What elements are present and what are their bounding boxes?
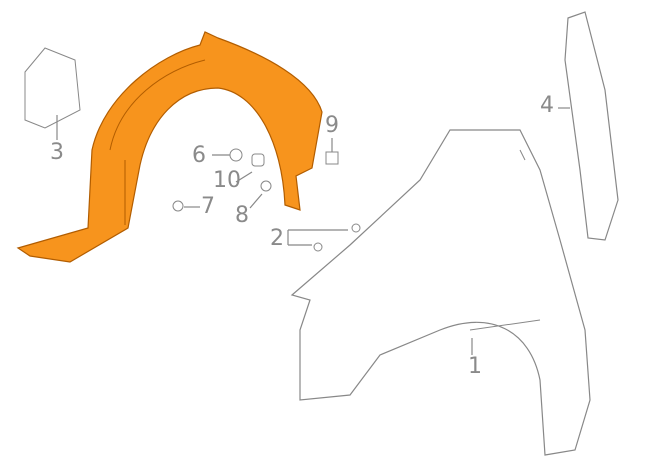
fender-liner [16,31,323,263]
bolt-8 [260,180,272,192]
leader-lines [56,107,570,355]
fender-part-1 [290,129,591,456]
clip-9 [325,151,339,165]
push-pin-6 [229,148,243,162]
liner-rib [109,59,206,225]
callout-9: 9 [325,113,339,138]
callout-7: 7 [201,194,215,219]
callout-2: 2 [270,226,284,251]
callout-8: 8 [235,203,249,228]
fender-detail [469,149,541,331]
callout-6: 6 [192,143,206,168]
callout-4: 4 [540,93,554,118]
nut-10 [251,153,265,167]
callout-3: 3 [50,140,64,165]
screw-2a [351,223,361,233]
callout-1: 1 [468,354,482,379]
callout-10: 10 [213,168,241,193]
screw-2b [313,242,323,252]
bracket-part-4 [564,11,619,241]
bracket-part-3 [24,47,81,129]
clip-7 [172,200,184,212]
